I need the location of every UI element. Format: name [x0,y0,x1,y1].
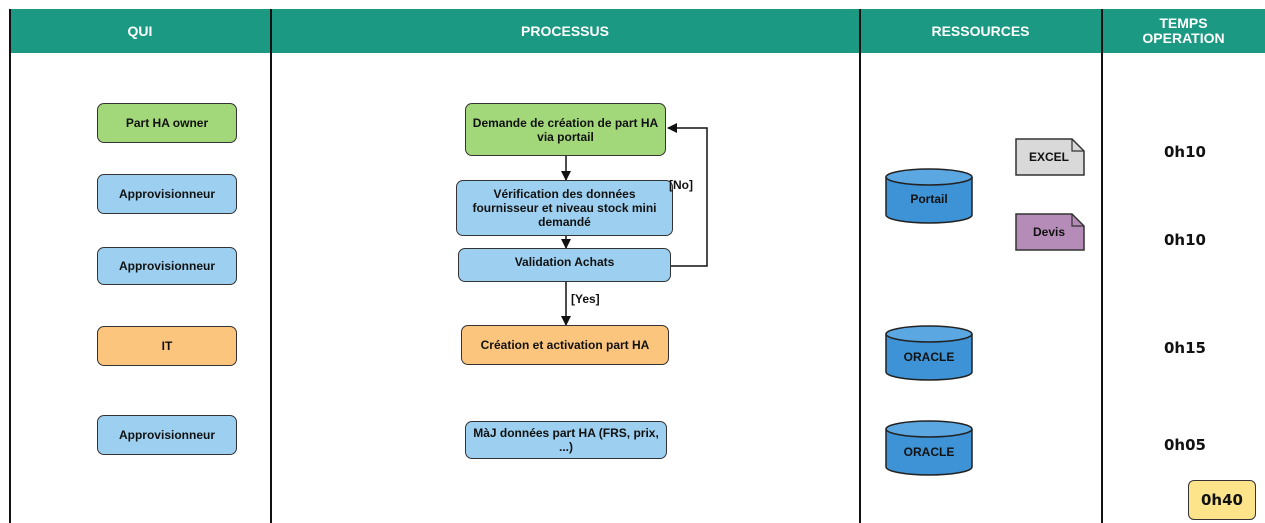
process-step-maj-donnees: MàJ données part HA (FRS, prix, ...) [465,421,667,459]
process-step-label: Demande de création de part HA via porta… [472,115,659,144]
header-temps-line2: OPERATION [1142,30,1225,46]
flow-label-no: [No] [669,178,693,192]
header-ressources-label: RESSOURCES [931,22,1030,39]
cylinder-portail: Portail [885,168,973,224]
process-step-label: MàJ données part HA (FRS, prix, ...) [473,426,659,454]
qui-label: Approvisionneur [118,428,215,442]
column-divider-qui-processus [270,9,272,523]
qui-approvisionneur-2: Approvisionneur [97,247,237,285]
temps-total-badge: 0h40 [1188,480,1256,520]
temps-step1: 0h10 [1164,143,1206,161]
temps-step3: 0h15 [1164,339,1206,357]
cylinder-oracle-2-label: ORACLE [904,445,955,459]
qui-approvisionneur-3: Approvisionneur [97,415,237,455]
document-excel-label: EXCEL [1029,150,1069,164]
cylinder-oracle-2: ORACLE [885,420,973,476]
qui-label: IT [161,339,173,353]
cylinder-oracle-1: ORACLE [885,325,973,381]
header-processus-label: PROCESSUS [521,22,609,39]
column-divider-left [9,9,11,523]
header-processus: PROCESSUS [271,9,859,53]
qui-approvisionneur-1: Approvisionneur [97,174,237,214]
cylinder-oracle-1-label: ORACLE [904,350,955,364]
process-step-creation-activation: Création et activation part HA [461,325,669,365]
cylinder-portail-label: Portail [910,192,947,206]
header-qui-label: QUI [127,22,153,39]
flow-label-yes: [Yes] [571,292,600,306]
temps-step2: 0h10 [1164,231,1206,249]
process-step-validation-achats: Validation Achats [458,248,671,282]
column-divider-processus-ressources [859,9,861,523]
qui-label: Approvisionneur [118,259,215,273]
qui-label: Approvisionneur [118,187,215,201]
header-qui: QUI [10,9,270,53]
qui-it: IT [97,326,237,366]
document-devis: Devis [1015,213,1085,251]
process-step-label: Vérification des données fournisseur et … [472,187,657,229]
process-step-label: Création et activation part HA [480,338,650,352]
column-divider-ressources-temps [1101,9,1103,523]
process-step-verification: Vérification des données fournisseur et … [456,180,673,236]
header-temps-operation: TEMPS OPERATION [1102,9,1265,53]
document-devis-label: Devis [1033,225,1065,239]
qui-label: Part HA owner [125,116,209,130]
header-temps-line1: TEMPS [1159,15,1208,31]
header-ressources: RESSOURCES [860,9,1101,53]
temps-total-value: 0h40 [1201,491,1243,509]
document-excel: EXCEL [1015,138,1085,176]
qui-part-ha-owner: Part HA owner [97,103,237,143]
process-step-demande-creation: Demande de création de part HA via porta… [465,103,666,156]
temps-step4: 0h05 [1164,436,1206,454]
process-step-label: Validation Achats [514,255,615,269]
